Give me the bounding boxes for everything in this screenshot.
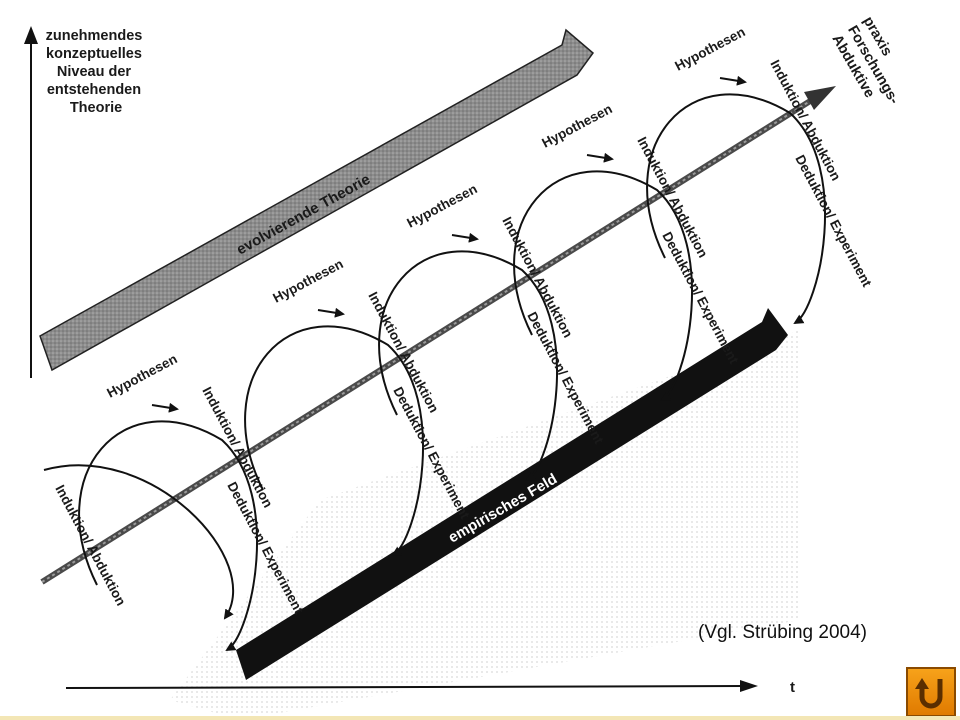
y-axis-arrowhead xyxy=(24,26,38,44)
field-band xyxy=(236,308,788,680)
y-axis-label-line: Niveau der xyxy=(57,64,131,80)
y-axis-label-line: zunehmendes xyxy=(46,28,143,44)
first-induction-arc xyxy=(43,464,234,620)
y-axis-label-line: konzeptuelles xyxy=(46,46,142,62)
x-axis-arrowhead xyxy=(740,680,758,692)
cycle-loop-arc xyxy=(378,250,559,482)
y-axis-label-line: Theorie xyxy=(70,100,122,116)
research-practice-arrow xyxy=(40,86,836,585)
theory-band xyxy=(39,28,595,372)
hypotheses-label: Hypothesen xyxy=(404,181,479,231)
hypotheses-label: Hypothesen xyxy=(539,101,614,151)
cycle-loop-arc xyxy=(78,420,259,652)
cycle-loop-arc xyxy=(244,325,425,557)
cycle-loop-arc xyxy=(646,93,827,325)
back-button[interactable] xyxy=(906,667,956,717)
hypotheses-arrow xyxy=(317,307,345,318)
hypotheses-arrow xyxy=(451,232,479,243)
u-turn-back-icon xyxy=(915,678,943,709)
research-arrowhead xyxy=(804,86,836,110)
hypotheses-arrow xyxy=(151,402,179,413)
hypotheses-label: Hypothesen xyxy=(270,256,345,306)
x-axis xyxy=(65,680,758,692)
hypotheses-label: Hypothesen xyxy=(104,351,179,401)
hypotheses-arrow xyxy=(586,152,614,163)
y-axis xyxy=(24,26,38,378)
theory-band-label: evolvierende Theorie xyxy=(234,171,373,259)
first-induction-label: Induktion/ Abduktion xyxy=(52,482,128,608)
y-axis-label-line: entstehenden xyxy=(47,82,141,98)
citation-caption: (Vgl. Strübing 2004) xyxy=(698,622,867,643)
x-axis-label: t xyxy=(790,679,795,696)
bottom-rule xyxy=(0,716,960,720)
y-axis-label: zunehmendes konzeptuelles Niveau der ent… xyxy=(46,28,147,116)
practice-label: Abduktive Forschungs- praxis xyxy=(829,14,920,120)
hypotheses-label: Hypothesen xyxy=(672,24,747,74)
hypotheses-arrow xyxy=(719,75,747,86)
cycle-loop-arc xyxy=(513,170,694,402)
